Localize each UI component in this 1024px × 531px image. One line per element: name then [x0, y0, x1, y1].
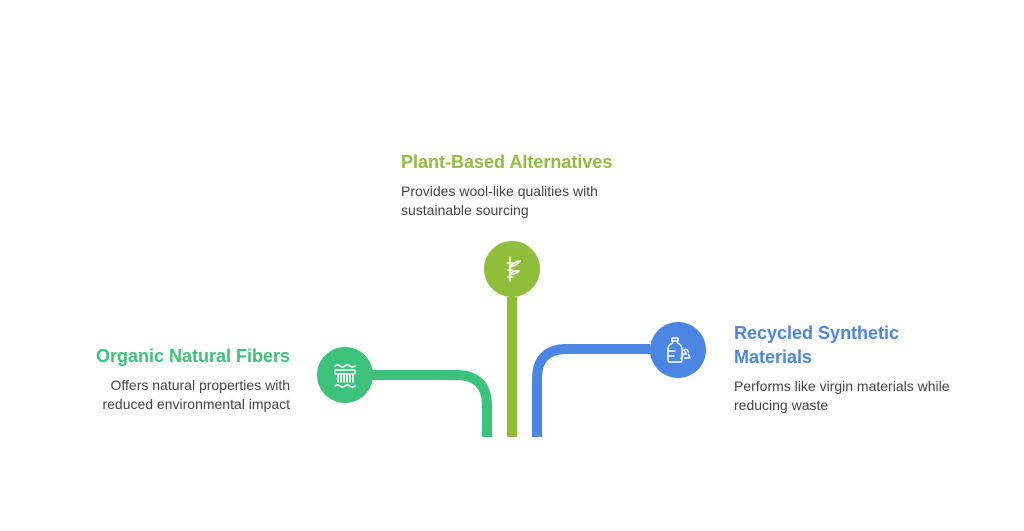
bamboo-icon	[484, 241, 540, 297]
organic-fibers-title: Organic Natural Fibers	[95, 346, 290, 366]
plant-based-text: Plant-Based Alternatives Provides wool-l…	[401, 150, 661, 220]
plant-based-title: Plant-Based Alternatives	[401, 152, 613, 172]
plant-based-description-line2: sustainable sourcing	[401, 202, 529, 218]
recycled-synthetic-description: Performs like virgin materials while red…	[734, 377, 994, 415]
recycled-synthetic-description-line2: reducing waste	[734, 397, 829, 413]
organic-connector	[372, 370, 492, 437]
plant-based-description-line1: Provides wool-like qualities with	[401, 183, 598, 199]
recycled-synthetic-title-line2: Materials	[734, 347, 813, 367]
recycled-synthetic-title-line1: Recycled Synthetic	[734, 323, 900, 343]
organic-fibers-text: Organic Natural Fibers Offers natural pr…	[60, 344, 290, 414]
recycled-synthetic-description-line1: Performs like virgin materials while	[734, 378, 950, 394]
plant-based-description: Provides wool-like qualities with sustai…	[401, 182, 661, 220]
fiber-brush-icon	[317, 347, 373, 403]
organic-fibers-description: Offers natural properties with reduced e…	[60, 376, 290, 414]
organic-fibers-description-line2: reduced environmental impact	[102, 396, 290, 412]
recycled-connector	[532, 344, 650, 437]
recycled-synthetic-text: Recycled Synthetic Materials Performs li…	[734, 321, 994, 415]
recycled-synthetic-title: Recycled Synthetic Materials	[734, 321, 994, 369]
organic-fibers-description-line1: Offers natural properties with	[110, 377, 291, 393]
recycled-bottle-icon	[650, 322, 706, 378]
